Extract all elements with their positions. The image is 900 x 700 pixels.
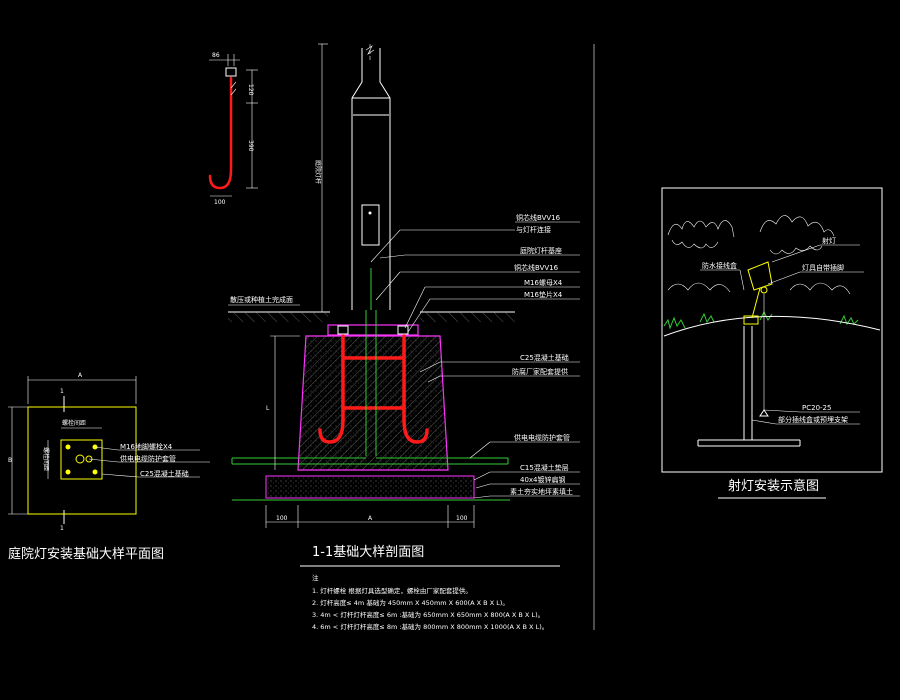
anchor-bolt-detail: 86 120 390 100 [208,52,258,206]
section-dim-right: 100 [456,515,468,522]
plan-inner-dim: 螺栓间距 [62,419,86,427]
spot-callout-light: 射灯 [822,236,836,245]
bolt-dim-mid: 390 [247,140,254,152]
callout-wire-2: 铜芯线BVV16 [514,263,559,272]
callout-soil: 素土夯实地坪素填土 [510,487,573,496]
callout-flat-steel: 40x4镀锌扁钢 [520,475,566,484]
section-callouts: 铜芯线BVV16 与灯杆连接 庭院灯杆基座 铜芯线BVV16 M16螺母X4 M… [375,213,580,499]
bolt-dim-top: 86 [212,52,220,59]
callout-connect: 与灯杆连接 [516,225,551,234]
section-dim-left: 100 [276,515,288,522]
plan-callout-bolt: M16地脚螺栓X4 [120,442,173,451]
power-conduit [365,310,377,456]
bolt-marker [65,469,71,475]
plan-inner-dim-side: 螺栓间距 [42,447,50,471]
spot-callout-box: 防水接线盒 [702,261,737,270]
ground-surface [663,315,881,337]
c15-cushion [265,475,475,499]
callout-wire: 铜芯线BVV16 [516,213,561,222]
bolt-marker [65,444,71,450]
spot-callout-pc: PC20-25 [802,404,831,412]
callout-cable-conduit: 供电电缆防护套管 [514,433,570,442]
plan-callout-conduit: 供电电缆防护套管 [120,454,176,463]
notes-heading: 注 [312,573,319,582]
callout-c25: C25混凝土基础 [520,353,569,362]
note-line: 3. 4m < 灯杆灯杆高度≤ 6m :基础为 650mm X 650mm X … [312,610,544,619]
pole-base-plate [327,324,419,336]
callout-anticorrosion: 防腐厂家配套提供 [512,367,568,376]
conduit-marker [75,454,85,464]
plan-view-title: 庭院灯安装基础大样平面图 [8,546,164,562]
section-view-title: 1-1基础大样剖面图 [312,545,424,560]
plan-dim-left: B [8,457,12,464]
note-line: 4. 6m < 灯杆灯杆高度≤ 8m :基础为 800mm X 800mm X … [312,622,548,631]
notes-block: 注 1. 灯杆螺栓 根据灯具选型确定，螺栓由厂家配套提供。 2. 灯杆高度≤ 4… [312,573,548,631]
spot-callout-mount: 部分插线盒或预埋支架 [778,415,848,424]
plan-callout-concrete: C25混凝土基础 [140,469,189,478]
spotlight-fixture [747,261,773,291]
section-view: 庭院灯杆 散压或种植土完成面 [228,43,580,567]
plan-view: A B 1 1 螺栓间距 螺栓间距 M16地脚螺栓X4 供电电缆防护套管 [8,372,210,562]
spotlight-view-title: 射灯安装示意图 [728,478,819,494]
note-line: 1. 灯杆螺栓 根据灯具选型确定，螺栓由厂家配套提供。 [312,586,472,595]
spot-callout-pins: 灯具自带插脚 [802,263,844,272]
callout-c15: C15混凝土垫层 [520,463,569,472]
plan-bolt-square [60,439,103,480]
plan-section-mark-bottom: 1 [60,525,64,532]
ground-label: 散压或种植土完成面 [230,295,293,304]
plan-foundation-outline [27,406,137,515]
callout-nut: M16螺母X4 [524,278,563,287]
spotlight-view: 射灯 防水接线盒 灯具自带插脚 PC20-25 部分插线盒或预埋支架 射灯安装示… [661,187,883,499]
spotlight-stake [743,326,753,441]
callout-washer: M16垫片X4 [524,290,563,299]
conduit-marker [85,455,93,463]
lamp-pole [351,48,391,310]
spotlight-frame [661,187,883,473]
bolt-marker [92,469,98,475]
callout-base: 庭院灯杆基座 [520,246,562,255]
section-dim-center: A [368,515,373,522]
bolt-dim-upper: 120 [247,84,254,96]
anchor-bolt-hook [208,76,233,190]
note-line: 2. 灯杆高度≤ 4m 基础为 450mm X 450mm X 600(A X … [312,598,509,607]
pole-label: 庭院灯杆 [314,160,322,184]
bolt-dim-bottom: 100 [214,199,226,206]
pole-access-door [361,204,380,246]
plan-dim-top: A [78,372,83,379]
depth-label: L [266,405,270,412]
plan-section-mark-top: 1 [60,388,64,395]
